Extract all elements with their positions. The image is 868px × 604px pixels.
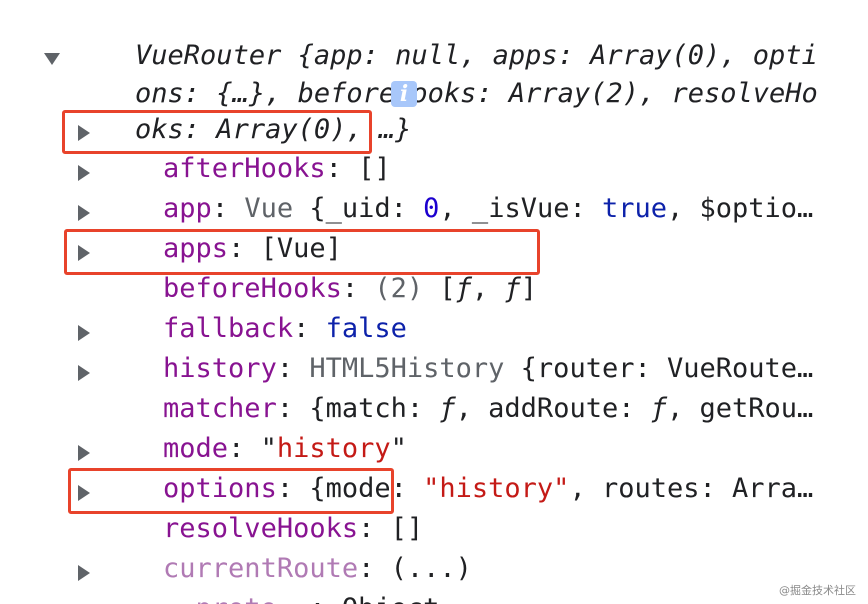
property-key: app (163, 193, 212, 224)
expand-triangle-icon[interactable] (78, 445, 90, 461)
object-summary-line-1: VueRouter {app: null, apps: Array(0), op… (70, 2, 818, 71)
expand-triangle-icon[interactable] (78, 125, 90, 141)
summary-text-2: ons: {…}, beforeHooks: Array(2), resolve… (135, 78, 818, 109)
highlight-box-resolveHooks (68, 468, 394, 514)
property-options[interactable]: options: {mode: "history", routes: Arra… (163, 473, 814, 504)
property-key: matcher (163, 393, 277, 424)
expand-triangle-icon[interactable] (78, 165, 90, 181)
property-value: [Vue] (260, 233, 342, 264)
property-fallback: fallback: false (163, 313, 407, 344)
highlight-box-afterHooks (62, 110, 372, 154)
property-key: afterHooks (163, 153, 326, 184)
property-key: __proto__ (163, 593, 309, 604)
property-beforeHooks[interactable]: beforeHooks: (2) [ƒ, ƒ] (163, 273, 537, 304)
property-matcher[interactable]: matcher: {match: ƒ, addRoute: ƒ, getRou… (163, 393, 814, 424)
property-proto[interactable]: __proto__: Object (98, 555, 439, 604)
property-key: resolveHooks (163, 513, 359, 544)
property-mode: mode: "history" (163, 433, 407, 464)
expand-triangle-icon[interactable] (78, 565, 90, 581)
object-summary-line-2[interactable]: ons: {…}, beforeHooks: Array(2), resolve… (70, 40, 818, 109)
watermark: @掘金技术社区 (779, 584, 856, 597)
property-key: options (163, 473, 277, 504)
property-afterHooks[interactable]: afterHooks: [] (163, 153, 391, 184)
expand-triangle-icon[interactable] (78, 205, 90, 221)
property-currentRoute[interactable]: currentRoute: (...) (163, 553, 472, 584)
property-value: [] (358, 153, 391, 184)
collapse-triangle-icon[interactable] (44, 53, 60, 65)
property-value: [] (390, 513, 424, 544)
property-key: beforeHooks (163, 273, 342, 304)
getter-invoke[interactable]: (...) (390, 553, 472, 584)
object-summary-line-3: oks: Array(0), …} (70, 76, 411, 145)
property-resolveHooks[interactable]: resolveHooks: [] (163, 513, 424, 544)
summary-text-1: VueRouter {app: null, apps: Array(0), op… (135, 40, 818, 71)
property-key: mode (163, 433, 229, 464)
expand-triangle-icon[interactable] (78, 245, 90, 261)
info-icon[interactable]: i (391, 81, 417, 107)
property-key: apps (163, 233, 229, 264)
expand-triangle-icon[interactable] (78, 485, 90, 501)
property-key: fallback (163, 313, 294, 344)
property-history[interactable]: history: HTML5History {router: VueRoute… (163, 353, 814, 384)
property-apps[interactable]: apps: [Vue] (163, 233, 342, 264)
property-key: currentRoute (163, 553, 359, 584)
expand-triangle-icon[interactable] (78, 325, 90, 341)
expand-triangle-icon[interactable] (78, 365, 90, 381)
summary-text-3: oks: Array(0), …} (135, 114, 412, 145)
highlight-box-beforeHooks (64, 229, 540, 275)
property-value: Object (342, 593, 440, 604)
property-app[interactable]: app: Vue {_uid: 0, _isVue: true, $optio… (163, 193, 814, 224)
property-key: history (163, 353, 277, 384)
